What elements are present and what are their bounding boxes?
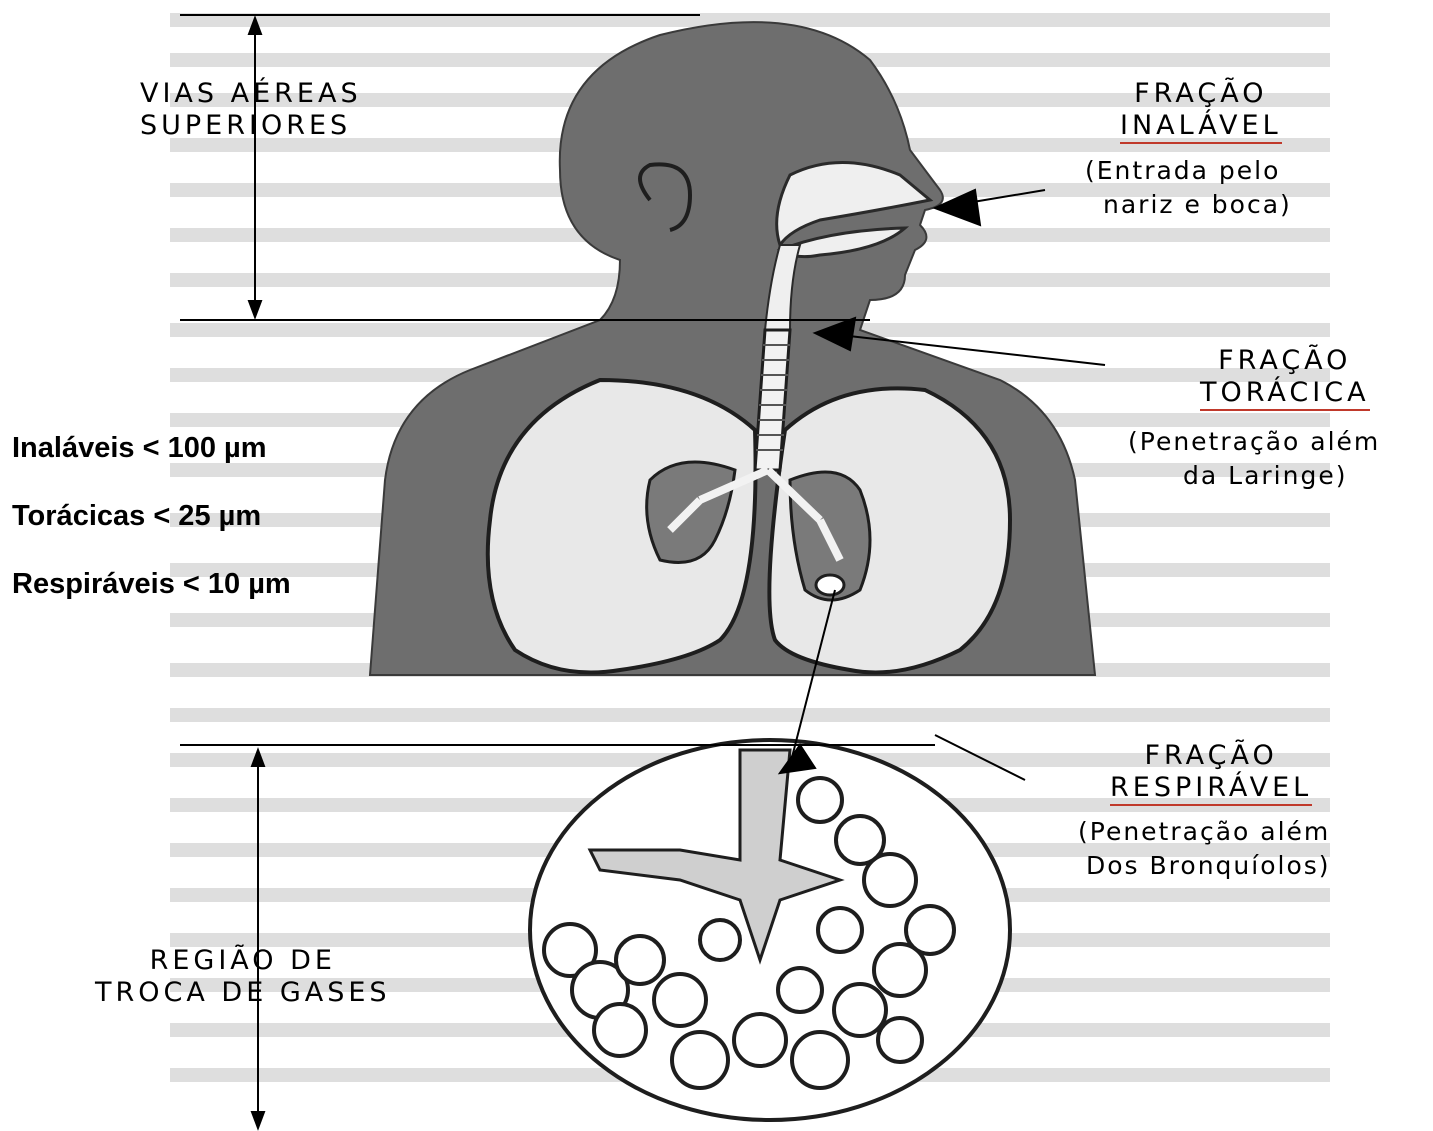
gas-exchange-line-2: TROCA DE GASES [95, 977, 391, 1009]
upper-airways-line-2: SUPERIORES [140, 110, 362, 142]
inhalable-desc-line-2: nariz e boca) [1085, 188, 1292, 222]
inhalable-desc-line-1: (Entrada pelo [1085, 154, 1292, 188]
upper-airways-line-1: VIAS AÉREAS [140, 78, 362, 110]
alveolus-highlight [816, 575, 844, 595]
upper-airways-label: VIAS AÉREAS SUPERIORES [140, 78, 362, 142]
respirable-fraction-label: FRAÇÃO RESPIRÁVEL [1110, 740, 1312, 804]
thoracic-name: TORÁCICA [1200, 377, 1370, 411]
thoracic-description: (Penetração além da Laringe) [1128, 425, 1380, 493]
gas-exchange-line-1: REGIÃO DE [95, 945, 391, 977]
respirable-title: FRAÇÃO [1110, 740, 1312, 772]
inhalable-fraction-label: FRAÇÃO INALÁVEL [1120, 78, 1282, 142]
respirable-desc-line-1: (Penetração além [1078, 815, 1331, 849]
particle-size-thoracic: Torácicas < 25 µm [12, 500, 261, 533]
respirable-description: (Penetração além Dos Bronquíolos) [1078, 815, 1331, 883]
thoracic-desc-line-1: (Penetração além [1128, 425, 1380, 459]
inhalable-description: (Entrada pelo nariz e boca) [1085, 154, 1292, 222]
respirable-desc-line-2: Dos Bronquíolos) [1078, 849, 1331, 883]
particle-size-inhalable: Inaláveis < 100 µm [12, 432, 267, 465]
inhalable-title: FRAÇÃO [1120, 78, 1282, 110]
particle-size-respirable: Respiráveis < 10 µm [12, 568, 291, 601]
thoracic-title: FRAÇÃO [1200, 345, 1370, 377]
thoracic-desc-line-2: da Laringe) [1128, 459, 1380, 493]
thoracic-fraction-label: FRAÇÃO TORÁCICA [1200, 345, 1370, 409]
respirable-name: RESPIRÁVEL [1110, 772, 1312, 806]
inhalable-name: INALÁVEL [1120, 110, 1282, 144]
gas-exchange-label: REGIÃO DE TROCA DE GASES [95, 945, 391, 1009]
